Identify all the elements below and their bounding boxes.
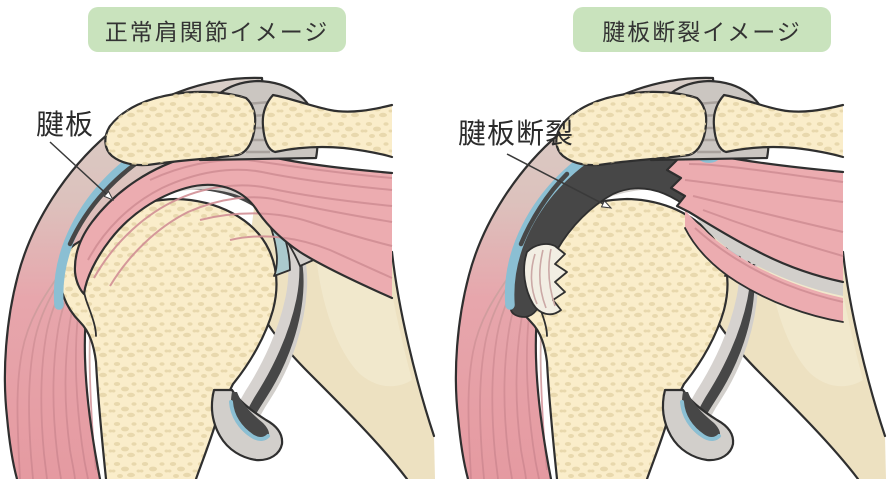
annotation-rotator-cuff: 腱板: [36, 109, 95, 140]
torn-tendon-stump: [523, 243, 568, 316]
header-normal: 正常肩関節イメージ: [88, 7, 346, 52]
normal-shoulder-illustration: [0, 60, 440, 479]
header-tear: 腱板断裂イメージ: [573, 7, 831, 52]
lower-muscle: [684, 210, 844, 323]
rotator-cuff-tendon: [73, 148, 394, 300]
leader-line-tear: [506, 153, 613, 209]
leader-line-normal: [49, 141, 115, 201]
torn-shoulder-illustration: [451, 60, 891, 479]
annotation-rotator-cuff-tear: 腱板断裂: [458, 118, 575, 149]
retracted-tendon: [661, 151, 845, 284]
